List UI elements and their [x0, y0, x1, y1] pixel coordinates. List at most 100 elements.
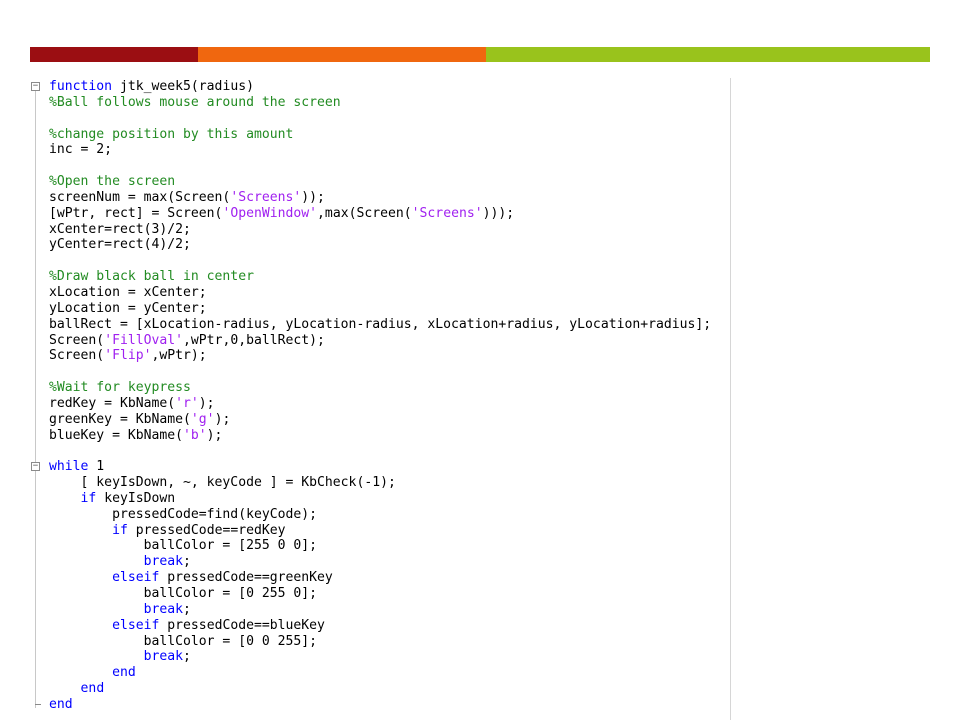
code-token: ; [183, 649, 191, 665]
fold-end-icon [35, 704, 41, 705]
code-line[interactable]: end [49, 665, 711, 681]
code-line[interactable]: inc = 2; [49, 142, 711, 158]
code-line[interactable]: [wPtr, rect] = Screen('OpenWindow',max(S… [49, 206, 711, 222]
code-line[interactable]: ballColor = [0 255 0]; [49, 586, 711, 602]
code-line[interactable]: xCenter=rect(3)/2; [49, 222, 711, 238]
keyword-token: end [49, 696, 73, 712]
string-token: 'Screens' [230, 189, 302, 205]
comment-token: %Open the screen [49, 174, 176, 190]
code-line[interactable]: greenKey = KbName('g'); [49, 412, 711, 428]
code-line[interactable]: elseif pressedCode==greenKey [49, 570, 711, 586]
code-token: xCenter=rect(3)/2; [49, 221, 191, 237]
code-line[interactable]: %Wait for keypress [49, 380, 711, 396]
accent-bar-red [30, 47, 198, 62]
code-line[interactable] [49, 253, 711, 269]
fold-gutter [35, 88, 36, 708]
code-token: jtk_week5(radius) [112, 79, 254, 94]
code-line[interactable]: end [49, 681, 711, 697]
code-token: pressedCode==blueKey [159, 617, 325, 633]
code-line[interactable]: %change position by this amount [49, 127, 711, 143]
code-text[interactable]: function jtk_week5(radius)%Ball follows … [49, 79, 711, 713]
code-line[interactable]: if pressedCode==redKey [49, 523, 711, 539]
code-token: redKey = KbName( [49, 395, 176, 411]
code-line[interactable]: screenNum = max(Screen('Screens')); [49, 190, 711, 206]
code-line[interactable]: %Ball follows mouse around the screen [49, 95, 711, 111]
code-line[interactable]: Screen('FillOval',wPtr,0,ballRect); [49, 333, 711, 349]
code-line[interactable]: break; [49, 649, 711, 665]
code-token: ,wPtr); [151, 348, 207, 364]
code-line[interactable]: [ keyIsDown, ~, keyCode ] = KbCheck(-1); [49, 475, 711, 491]
code-line[interactable]: blueKey = KbName('b'); [49, 428, 711, 444]
keyword-token: elseif [112, 570, 160, 586]
code-line[interactable]: Screen('Flip',wPtr); [49, 348, 711, 364]
code-token [49, 681, 81, 696]
keyword-token: end [80, 681, 105, 697]
accent-bar-orange [198, 47, 486, 62]
string-token: 'g' [190, 411, 215, 427]
code-token: ,max(Screen( [317, 205, 412, 221]
string-token: 'OpenWindow' [222, 205, 318, 221]
code-line[interactable]: ballColor = [0 0 255]; [49, 634, 711, 650]
keyword-token: break [143, 601, 184, 617]
code-token [49, 665, 112, 680]
code-token: ; [183, 601, 191, 617]
code-token: Screen( [49, 332, 105, 348]
code-token: ballColor = [0 0 255]; [49, 633, 318, 649]
code-token: )); [301, 189, 325, 205]
code-token: ); [198, 395, 215, 411]
code-token [49, 618, 112, 633]
code-editor[interactable] [30, 78, 731, 720]
code-line[interactable]: ballRect = [xLocation-radius, yLocation-… [49, 317, 711, 333]
code-line[interactable]: elseif pressedCode==blueKey [49, 618, 711, 634]
code-line[interactable]: xLocation = xCenter; [49, 285, 711, 301]
code-token: ); [214, 411, 231, 427]
code-line[interactable]: %Open the screen [49, 174, 711, 190]
code-line[interactable] [49, 158, 711, 174]
code-line[interactable]: yCenter=rect(4)/2; [49, 237, 711, 253]
keyword-token: break [143, 649, 184, 665]
code-token: [wPtr, rect] = Screen( [49, 205, 223, 221]
code-line[interactable]: pressedCode=find(keyCode); [49, 507, 711, 523]
fold-toggle-function-icon[interactable]: − [31, 81, 40, 91]
string-token: 'FillOval' [104, 332, 184, 348]
code-token: greenKey = KbName( [49, 411, 191, 427]
string-token: 'Flip' [104, 348, 152, 364]
code-line[interactable]: if keyIsDown [49, 491, 711, 507]
comment-token: %Ball follows mouse around the screen [49, 94, 341, 110]
code-line[interactable]: function jtk_week5(radius) [49, 79, 711, 95]
code-token [49, 523, 112, 538]
accent-bar [30, 47, 930, 62]
code-token: ballColor = [255 0 0]; [49, 538, 318, 554]
code-line[interactable]: end [49, 697, 711, 713]
code-token: ballRect = [xLocation-radius, yLocation-… [49, 316, 712, 332]
keyword-token: if [112, 522, 128, 538]
code-token: ; [183, 554, 191, 570]
code-line[interactable] [49, 111, 711, 127]
code-line[interactable]: yLocation = yCenter; [49, 301, 711, 317]
keyword-token: if [80, 490, 97, 506]
code-token: pressedCode=find(keyCode); [49, 506, 318, 522]
code-token [49, 491, 81, 506]
code-token: ); [206, 427, 223, 443]
code-token: yCenter=rect(4)/2; [49, 237, 191, 253]
code-line[interactable] [49, 443, 711, 459]
fold-toggle-while-icon[interactable]: − [31, 461, 40, 471]
code-line[interactable]: break; [49, 602, 711, 618]
code-token: pressedCode==redKey [127, 522, 286, 538]
code-line[interactable]: redKey = KbName('r'); [49, 396, 711, 412]
keyword-token: while [49, 459, 89, 475]
code-line[interactable]: while 1 [49, 459, 711, 475]
code-token: pressedCode==greenKey [159, 570, 333, 586]
string-token: 'r' [175, 395, 199, 411]
code-line[interactable]: break; [49, 554, 711, 570]
code-token: ,wPtr,0,ballRect); [183, 332, 325, 348]
code-token: blueKey = KbName( [49, 427, 184, 443]
comment-token: %Draw black ball in center [49, 269, 254, 285]
keyword-token: function [49, 79, 113, 94]
code-line[interactable] [49, 364, 711, 380]
code-line[interactable]: ballColor = [255 0 0]; [49, 538, 711, 554]
code-token: xLocation = xCenter; [49, 284, 207, 300]
code-line[interactable]: %Draw black ball in center [49, 269, 711, 285]
keyword-token: break [143, 554, 184, 570]
code-token: keyIsDown [96, 490, 176, 506]
